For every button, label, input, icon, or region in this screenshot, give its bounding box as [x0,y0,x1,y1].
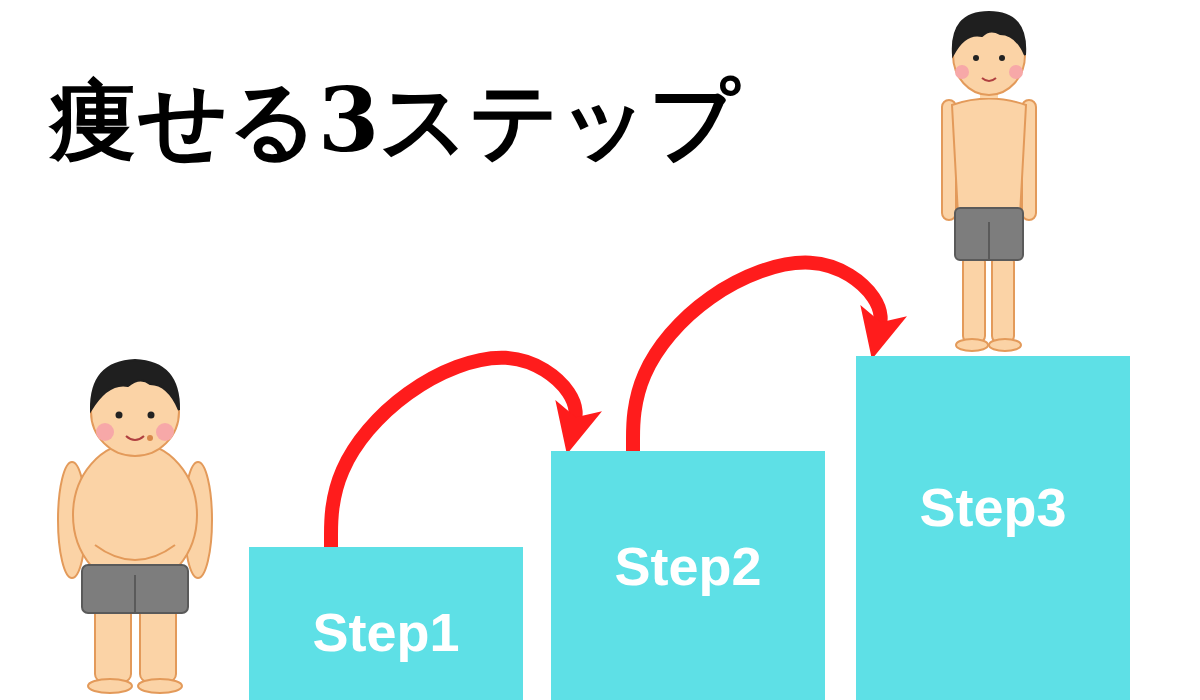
step-box: Step1 [249,547,523,700]
step-arrow [633,263,881,451]
step-box: Step2 [551,451,825,700]
title-text: 痩せる3ステップ [50,70,739,171]
step-label: Step1 [249,603,523,662]
step-box: Step3 [856,356,1130,700]
step-label: Step3 [856,478,1130,537]
step-arrow [331,358,576,547]
slim-man-figure [942,12,1036,351]
heavy-man-figure [58,360,212,693]
step-label: Step2 [551,537,825,596]
